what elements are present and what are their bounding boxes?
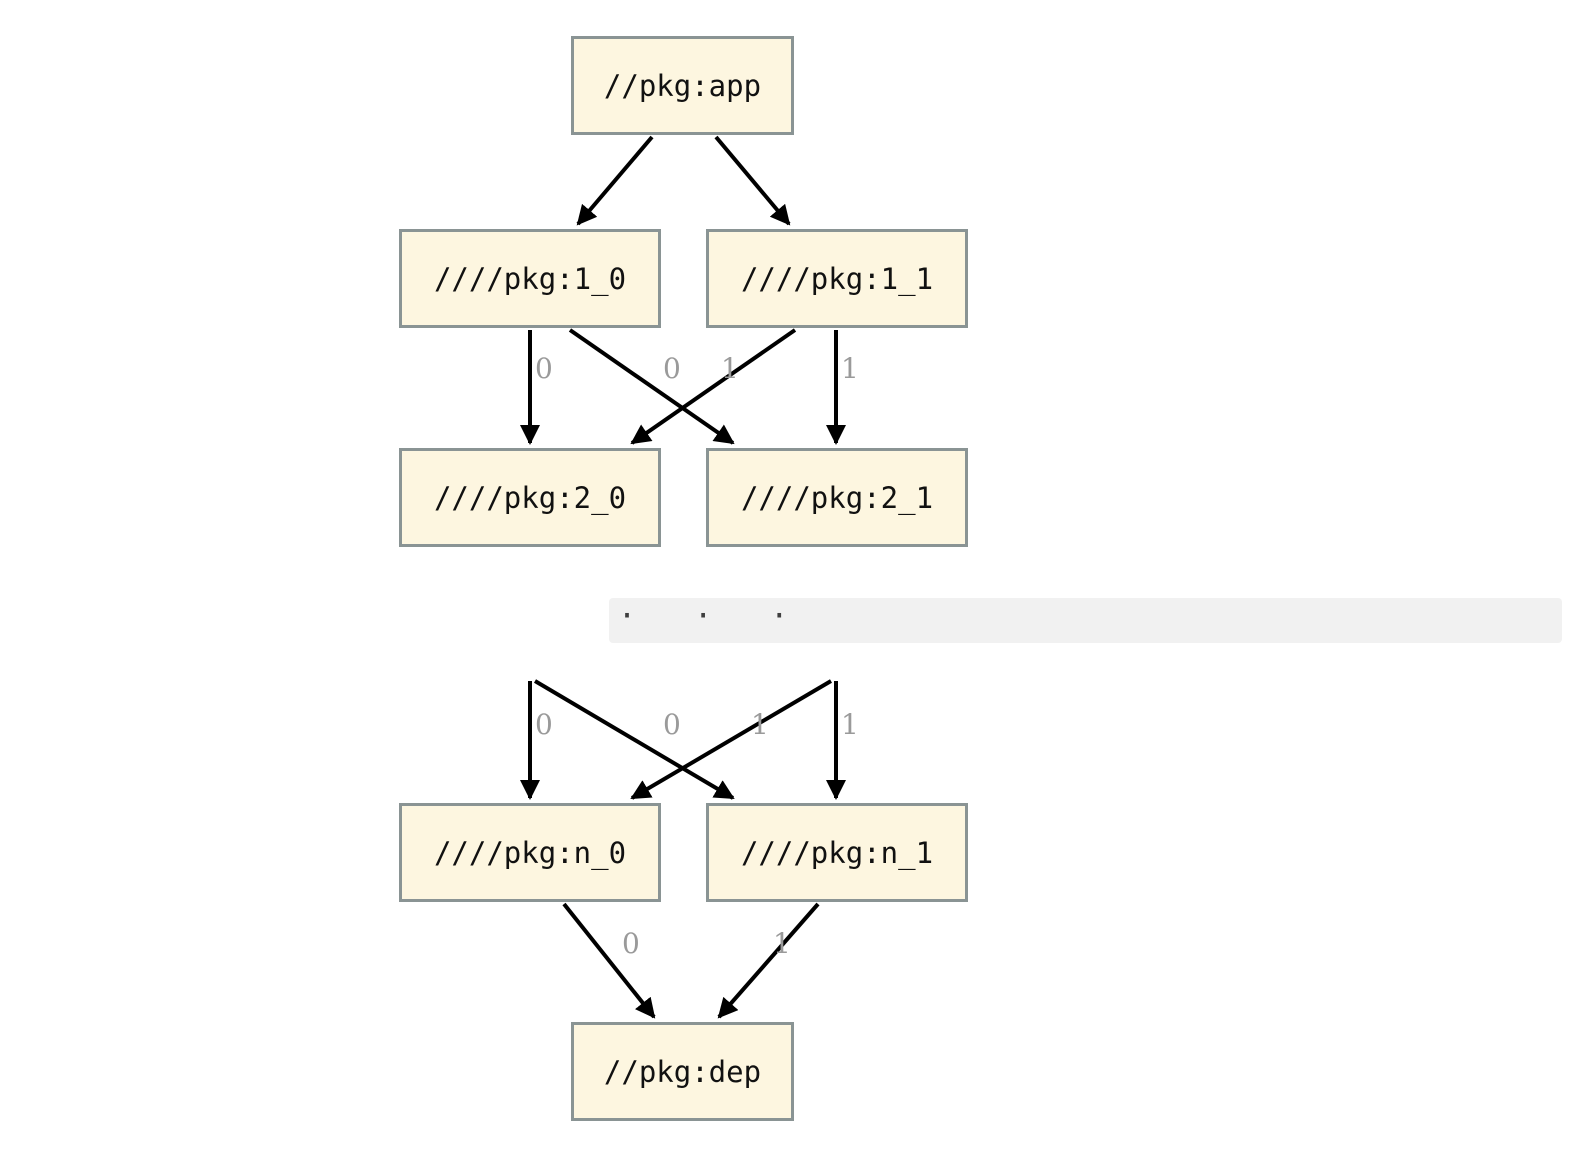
graph-node-l2_0[interactable]: ////pkg:2_0 <box>399 448 661 547</box>
graph-edge <box>568 328 735 445</box>
graph-node-l1_0[interactable]: ////pkg:1_0 <box>399 229 661 328</box>
graph-edge <box>630 679 833 800</box>
graph-edge-label: 0 <box>663 708 681 741</box>
graph-edge-label: 1 <box>721 352 739 385</box>
graph-node-dep[interactable]: //pkg:dep <box>571 1022 794 1121</box>
graph-node-label: //pkg:app <box>603 68 762 103</box>
graph-edge <box>533 679 735 800</box>
graph-node-label: ////pkg:2_0 <box>433 480 627 515</box>
graph-node-label: ////pkg:2_1 <box>740 480 934 515</box>
graph-node-label: ////pkg:n_0 <box>433 835 627 870</box>
graph-edge <box>630 328 797 445</box>
graph-edge-label: 1 <box>841 708 859 741</box>
graph-edge-label: 0 <box>622 927 640 960</box>
graph-node-label: //pkg:dep <box>603 1054 762 1089</box>
graph-edge-label: 1 <box>773 927 791 960</box>
graph-edge <box>576 135 654 226</box>
edge-group <box>520 135 846 1019</box>
graph-node-label: ////pkg:1_1 <box>740 261 934 296</box>
graph-edge-label: 0 <box>663 352 681 385</box>
graph-edge <box>562 902 656 1019</box>
graph-node-l2_1[interactable]: ////pkg:2_1 <box>706 448 968 547</box>
graph-node-l1_1[interactable]: ////pkg:1_1 <box>706 229 968 328</box>
graph-edge-label: 1 <box>841 352 859 385</box>
ellipsis-band <box>609 598 1562 643</box>
graph-edge <box>714 135 791 226</box>
graph-node-ln_0[interactable]: ////pkg:n_0 <box>399 803 661 902</box>
graph-node-app[interactable]: //pkg:app <box>571 36 794 135</box>
graph-node-label: ////pkg:n_1 <box>740 835 934 870</box>
graph-edge-label: 1 <box>751 708 769 741</box>
graph-edge-label: 0 <box>535 352 553 385</box>
graph-edge <box>717 902 820 1019</box>
graph-node-ln_1[interactable]: ////pkg:n_1 <box>706 803 968 902</box>
graph-edge-label: 0 <box>535 708 553 741</box>
graph-node-label: ////pkg:1_0 <box>433 261 627 296</box>
ellipsis-dots: · · · <box>618 599 809 634</box>
